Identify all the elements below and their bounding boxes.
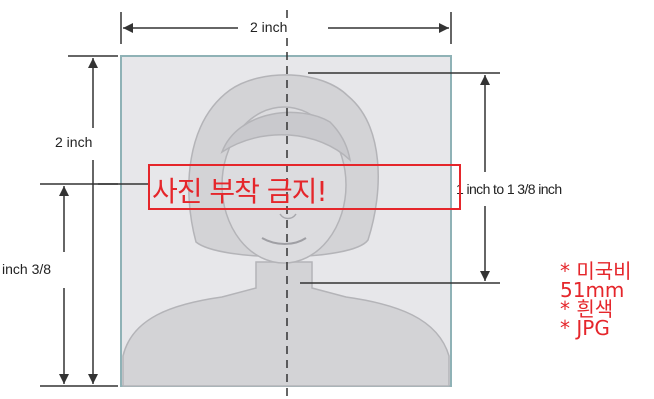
note-country: * 미국비 bbox=[560, 259, 632, 283]
left-height-dimension bbox=[40, 55, 118, 387]
head-height-label: 1 inch to 1 3/8 inch bbox=[453, 181, 565, 197]
note-background: * 흰색 bbox=[560, 297, 614, 321]
head-height-dimension bbox=[300, 72, 500, 284]
note-size: 51mm bbox=[560, 278, 625, 302]
no-attach-warning-text: 사진 부착 금지! bbox=[152, 175, 328, 208]
note-format: * JPG bbox=[560, 316, 610, 340]
eye-height-dimension bbox=[40, 183, 148, 384]
eye-to-bottom-label: 3/8 inch bbox=[0, 261, 88, 277]
top-width-dimension bbox=[120, 12, 452, 44]
notes-list: * 미국비 51mm * 흰색 * JPG bbox=[560, 259, 632, 340]
top-width-label: 2 inch bbox=[246, 19, 292, 35]
no-attach-warning-box: 사진 부착 금지! bbox=[148, 164, 461, 210]
left-height-label: 2 inch bbox=[52, 134, 96, 150]
